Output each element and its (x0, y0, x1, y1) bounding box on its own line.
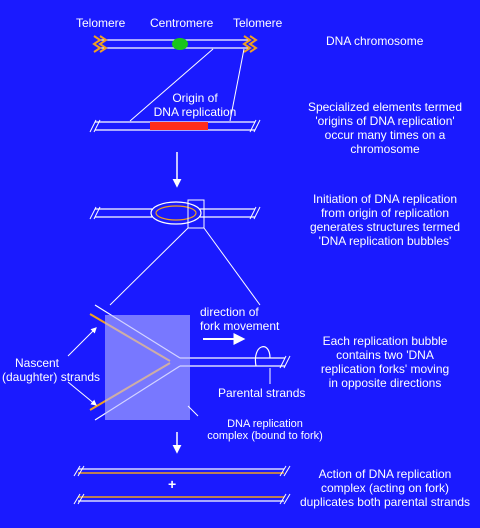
direction-label-line1: direction of (200, 305, 259, 319)
stage2-caption-line2: 'origins of DNA replication' (315, 114, 455, 128)
direction-label-line2: fork movement (200, 319, 280, 333)
fork-zoom-box (187, 199, 205, 229)
stage4-caption-line3: replication forks' moving (320, 362, 450, 376)
stage1-caption: DNA chromosome (326, 34, 424, 48)
complex-label-line1: DNA replication (227, 418, 303, 430)
telomere-left (92, 35, 108, 53)
telomere-right (242, 35, 258, 53)
nascent-label-line2: (daughter) strands (2, 370, 101, 384)
plus-sign: + (168, 476, 177, 492)
stage2-caption-line3: occur many times on a (324, 128, 446, 142)
replication-fork (67, 304, 291, 421)
stage4-caption-line2: contains two 'DNA (336, 348, 434, 362)
origin-segment (89, 119, 261, 133)
stage5-caption-line3: duplicates both parental strands (299, 495, 471, 509)
centromere (172, 38, 188, 50)
stage3-caption-line4: 'DNA replication bubbles' (318, 234, 452, 248)
origin-label-line1: Origin of (172, 91, 218, 105)
complex-label-line2: complex (bound to fork) (207, 430, 323, 442)
stage5-caption-line1: Action of DNA replication (318, 467, 452, 481)
origin-element (150, 122, 208, 130)
stage4-caption-line4: in opposite directions (328, 376, 442, 390)
daughter-duplexes (73, 465, 291, 505)
stage3-caption-line1: Initiation of DNA replication (312, 192, 458, 206)
stage2-caption-line1: Specialized elements termed (307, 100, 463, 114)
telomere-left-label: Telomere (76, 16, 126, 30)
stage2-caption-line4: chromosome (350, 142, 420, 156)
nascent-label-line1: Nascent (14, 356, 60, 370)
origin-label-line2: DNA replication (153, 105, 237, 119)
stage5-caption-line2: complex (acting on fork) (320, 481, 450, 495)
parental-strands-label: Parental strands (218, 386, 306, 400)
stage3-caption-line3: generates structures termed (309, 220, 461, 234)
stage3-caption-line2: from origin of replication (320, 206, 450, 220)
telomere-right-label: Telomere (233, 16, 283, 30)
centromere-label: Centromere (150, 16, 214, 30)
replication-complex (105, 315, 190, 420)
replication-bubble (89, 199, 261, 229)
stage4-caption-line1: Each replication bubble (322, 334, 448, 348)
chromosome (92, 35, 258, 53)
